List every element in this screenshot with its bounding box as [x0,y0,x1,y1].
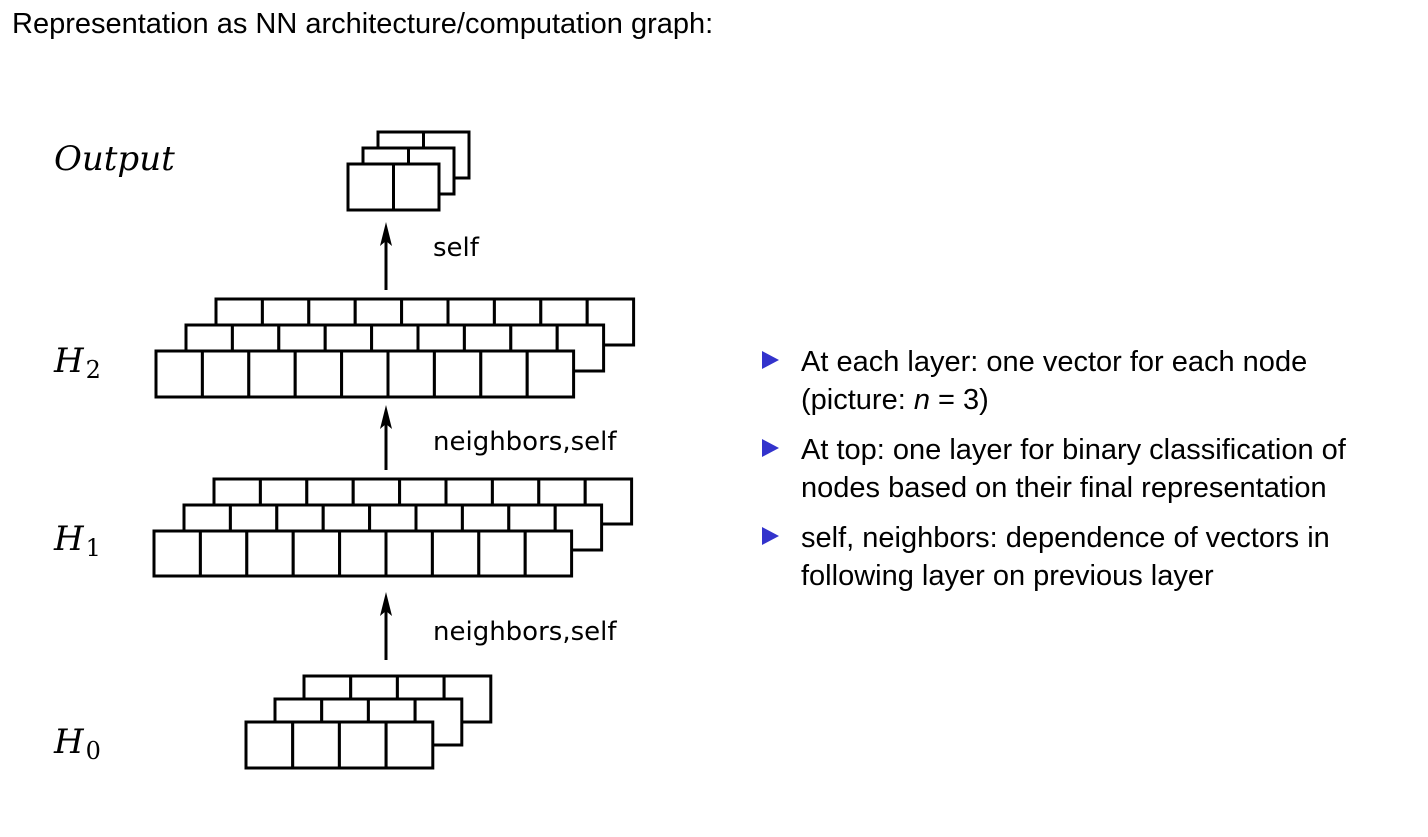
layer-symbol: H [53,341,85,381]
vector-cell [198,529,249,578]
arrow-up-icon [380,405,392,470]
arrow-head [380,405,392,429]
vector-cell [432,349,483,399]
vector-cell [346,162,395,212]
layer-stack-h2 [154,297,636,399]
layer-subscript: 1 [86,534,101,562]
node-vector [154,349,576,399]
vector-cell [247,349,297,399]
vector-cell [392,162,441,212]
arrow-head [380,222,392,246]
vector-cell [386,349,436,399]
bullet-text-2: At top: one layer for binary classificat… [801,434,1346,504]
node-vector [214,297,636,347]
vector-cell [245,529,295,578]
arrow-up-icon [380,222,392,290]
bullet-text-1: At each layer: one vector for each node … [801,346,1308,416]
arrow-up-icon [380,592,392,660]
vector-cell [152,529,202,578]
node-vector [244,720,435,770]
vector-cell [337,720,388,770]
bullet-list: At each layer: one vector for each node … [758,343,1398,607]
vector-cell [291,720,341,770]
layer-stack-output [346,130,471,212]
bullet-item: At each layer: one vector for each node … [758,343,1398,419]
layer-stacks [152,130,636,770]
vector-cell [338,529,388,578]
layer-subscript: 2 [86,356,101,384]
vector-cell [293,349,344,399]
vector-cell [291,529,342,578]
vector-cell [430,529,481,578]
vector-cell [523,529,574,578]
node-vector [346,162,441,212]
edge-label-self: self [433,233,480,263]
bullet-item: At top: one layer for binary classificat… [758,431,1398,507]
edge-label-neighbors-self-lower: neighbors,self [433,617,617,647]
triangle-bullet-icon [762,351,779,369]
vector-cell [384,720,435,770]
triangle-bullet-icon [762,439,779,457]
arrow-head [380,592,392,616]
layer-symbol: H [53,722,85,762]
vector-cell [479,349,529,399]
layer-subscript: 0 [86,737,101,765]
computation-graph-diagram: Output H2 H1 H0 self neighbors,self neig… [53,130,636,770]
layer-stack-h0 [244,674,493,770]
triangle-bullet-icon [762,527,779,545]
h2-layer-label: H2 [53,341,101,384]
layer-stack-h1 [152,477,634,578]
node-vector [152,529,574,578]
h1-layer-label: H1 [53,519,101,562]
vector-cell [525,349,576,399]
edge-label-neighbors-self-upper: neighbors,self [433,427,617,457]
output-layer-label: Output [54,139,175,179]
vector-cell [384,529,434,578]
vector-cell [477,529,527,578]
vector-cell [244,720,295,770]
bullet-text-3: self, neighbors: dependence of vectors i… [801,522,1330,592]
h0-layer-label: H0 [53,722,101,765]
bullet-item: self, neighbors: dependence of vectors i… [758,519,1398,595]
vector-cell [154,349,204,399]
page-title: Representation as NN architecture/comput… [12,8,714,40]
layer-symbol: H [53,519,85,559]
vector-cell [340,349,390,399]
vector-cell [200,349,251,399]
edge-arrows [380,222,392,660]
